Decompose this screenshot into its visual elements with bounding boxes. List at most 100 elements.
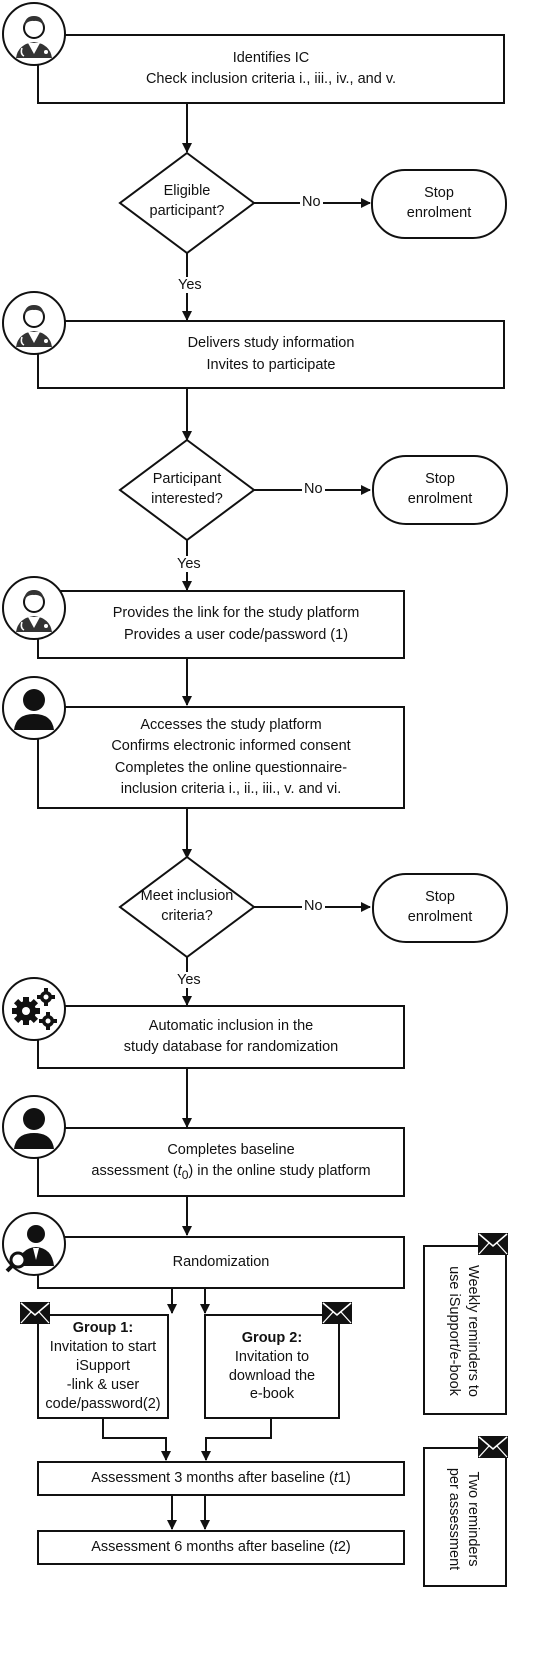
two-line1: Two reminders [465, 1471, 481, 1567]
researcher-search-icon [2, 1212, 66, 1276]
group1-line1: Invitation to start [49, 1339, 157, 1356]
doctor-avatar-icon [2, 2, 66, 66]
yes-label-1: Yes [176, 277, 204, 293]
weekly-reminders-text: Weekly reminders to use iSupport/e-book [446, 1247, 482, 1415]
group1-line3: -link & user [66, 1376, 140, 1393]
step-automatic-inclusion: Automatic inclusion in the study databas… [37, 1005, 405, 1069]
no-label-3: No [302, 898, 325, 914]
decision1-line1: Eligible [163, 183, 211, 200]
two-line2: per assessment [446, 1467, 463, 1571]
envelope-icon [20, 1302, 50, 1324]
step6-t0-sub: 0 [181, 1167, 189, 1182]
step4-line4: inclusion criteria i., ii., iii., v. and… [120, 780, 342, 797]
group2-box: Group 2: Invitation to download the e-bo… [204, 1314, 340, 1419]
group1-title: Group 1: [73, 1319, 133, 1338]
assess2-var: t [333, 1538, 338, 1555]
step2-line1: Delivers study information [187, 335, 355, 352]
arrow-group1-assess1 [102, 1418, 171, 1461]
step6-line2: assessment (t0) in the online study plat… [91, 1161, 370, 1184]
stop3-line1: Stop [425, 889, 455, 906]
step6-t0-var: t [177, 1162, 182, 1179]
step2-line2: Invites to participate [206, 356, 336, 373]
step1-line2: Check inclusion criteria i., iii., iv., … [145, 71, 397, 87]
group2-line2: download the [228, 1367, 316, 1384]
assessment-6-months: Assessment 6 months after baseline (t2) [37, 1530, 405, 1565]
stop1-line2: enrolment [406, 205, 472, 221]
step-completes-baseline: Completes baseline assessment (t0) in th… [37, 1127, 405, 1197]
assess1-var: t [333, 1469, 338, 1486]
group2-title-text: Group 2: [241, 1329, 303, 1346]
step6-line2b: ) in the online study platform [188, 1162, 371, 1179]
group1-line2: iSupport [75, 1358, 130, 1375]
group2-line3: e-book [249, 1386, 295, 1403]
decision-interested: Participant interested? [120, 460, 254, 520]
person-avatar-icon [2, 676, 66, 740]
assessment-3-months: Assessment 3 months after baseline (t1) [37, 1461, 405, 1496]
yes-label-3: Yes [175, 972, 203, 988]
envelope-icon [478, 1233, 508, 1255]
assess2-line: Assessment 6 months after baseline (t2) [91, 1537, 351, 1558]
stop2-line1: Stop [425, 471, 455, 488]
decision2-line2: interested? [151, 491, 223, 507]
step4-line2: Confirms electronic informed consent [111, 738, 351, 755]
assess2-num: 2 [337, 1538, 346, 1555]
decision-eligible: Eligible participant? [120, 172, 254, 232]
assess1-line: Assessment 3 months after baseline (t1) [91, 1468, 351, 1489]
decision-inclusion: Meet inclusion criteria? [120, 877, 254, 937]
no-label-2: No [302, 481, 325, 497]
yes-label-2: Yes [175, 556, 203, 572]
step-delivers-info: Delivers study information Invites to pa… [37, 320, 505, 389]
assess2-text: Assessment 6 months after baseline ( [91, 1538, 334, 1555]
stop-enrolment-2: Stop enrolment [372, 455, 508, 525]
weekly-line2: use iSupport/e-book [446, 1266, 463, 1396]
no-label-1: No [300, 194, 323, 210]
decision-interested-shape [118, 438, 256, 542]
arrow-group2-assess1 [201, 1418, 272, 1461]
weekly-reminders-box [423, 1245, 507, 1415]
gears-icon [2, 977, 66, 1041]
step-accesses-platform: Accesses the study platform Confirms ele… [37, 706, 405, 809]
step5-line2: study database for randomization [123, 1039, 339, 1055]
assess1-num: 1 [337, 1469, 346, 1486]
decision2-line1: Participant [152, 471, 222, 488]
group1-title-text: Group 1: [72, 1320, 134, 1337]
decision1-line2: participant? [149, 203, 225, 219]
stop-enrolment-3: Stop enrolment [372, 873, 508, 943]
step6-line1: Completes baseline [167, 1141, 295, 1158]
stop1-line1: Stop [424, 185, 454, 202]
step-randomization: Randomization [37, 1236, 405, 1289]
stop2-line2: enrolment [407, 491, 473, 507]
step1-line1: Identifies IC [232, 49, 310, 66]
group2-title: Group 2: [242, 1329, 302, 1348]
decision-inclusion-shape [118, 855, 256, 959]
group2-line1: Invitation to [234, 1348, 310, 1365]
randomization-label: Randomization [172, 1253, 270, 1270]
stop3-line2: enrolment [407, 909, 473, 925]
decision-eligible-shape [118, 151, 256, 255]
assess2-close: ) [345, 1538, 351, 1555]
assess1-close: ) [345, 1469, 351, 1486]
step5-line1: Automatic inclusion in the [148, 1017, 314, 1034]
step-identifies-ic: Identifies IC Check inclusion criteria i… [37, 34, 505, 104]
decision3-line2: criteria? [161, 908, 213, 924]
step4-line3: Completes the online questionnaire- [114, 759, 348, 776]
group1-line4: code/password(2) [45, 1395, 161, 1412]
doctor-avatar-icon [2, 291, 66, 355]
assess1-text: Assessment 3 months after baseline ( [91, 1469, 334, 1486]
decision3-line1: Meet inclusion [140, 888, 234, 905]
person-avatar-icon [2, 1095, 66, 1159]
group1-box: Group 1: Invitation to start iSupport -l… [37, 1314, 169, 1419]
step3-line2: Provides a user code/password (1) [123, 626, 349, 643]
weekly-line1: Weekly reminders to [465, 1265, 481, 1397]
step-provides-link: Provides the link for the study platform… [37, 590, 405, 659]
doctor-avatar-icon [2, 576, 66, 640]
envelope-icon [322, 1302, 352, 1324]
stop-enrolment-1: Stop enrolment [371, 169, 507, 239]
envelope-icon [478, 1436, 508, 1458]
two-reminders-text: Two reminders per assessment [446, 1450, 482, 1588]
step3-line1: Provides the link for the study platform [112, 605, 360, 622]
step6-line2a: assessment ( [91, 1162, 178, 1179]
two-reminders-box [423, 1447, 507, 1587]
